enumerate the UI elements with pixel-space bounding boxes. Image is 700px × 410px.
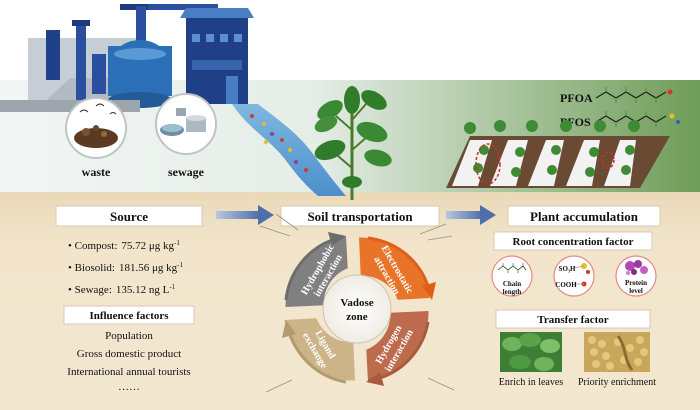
source-name: Compost: xyxy=(75,240,118,252)
waste-icon xyxy=(65,97,127,159)
protein-level-label-line1: Protein xyxy=(625,279,647,287)
influence-item-gdp: Gross domestic product xyxy=(77,348,181,360)
soil-transportation-header: Soil transportation xyxy=(307,209,413,224)
hydrogen-segment xyxy=(366,311,429,382)
cooh-label: COOH xyxy=(555,281,577,289)
source-value: 135.12 ng L xyxy=(116,284,170,296)
arrow-source-to-soil xyxy=(216,205,274,225)
plant-header-box xyxy=(507,205,661,227)
vadose-label-line1: Vadose xyxy=(340,297,373,309)
source-list: • Compost:75.72 μg kg-1 • Biosolid:181.5… xyxy=(68,239,183,296)
root-factor-header-box xyxy=(493,231,653,251)
source-item-sewage: • Sewage: 135.12 ng L-1 xyxy=(68,283,176,296)
unit-exponent: -1 xyxy=(177,261,183,269)
root-concentration-factor-title: Root concentration factor xyxy=(513,236,634,248)
sewage-label: sewage xyxy=(168,165,205,179)
influence-ellipsis: …… xyxy=(118,381,140,393)
soil-header-box xyxy=(280,205,440,227)
protein-level-label-line2: level xyxy=(629,287,643,295)
pfoa-molecule-icon xyxy=(595,87,673,103)
soybean-photo xyxy=(584,332,650,372)
source-name: Sewage: xyxy=(75,284,112,296)
plant-accumulation-header: Plant accumulation xyxy=(530,209,639,224)
pfoa-label: PFOA xyxy=(560,91,593,105)
source-name: Biosolid: xyxy=(75,262,115,274)
hydrophobic-segment xyxy=(285,236,348,307)
influence-header-box xyxy=(63,305,195,325)
ligand-segment xyxy=(284,318,355,381)
vadose-zone-center xyxy=(322,274,392,344)
electrostatic-segment xyxy=(359,237,430,300)
leaves-photo xyxy=(500,332,562,372)
influence-factors-title: Influence factors xyxy=(89,310,169,322)
arrow-soil-to-plant xyxy=(446,205,496,225)
influence-item-population: Population xyxy=(105,330,153,342)
waste-label: waste xyxy=(82,165,111,179)
priority-enrichment-label: Priority enrichment xyxy=(578,377,656,388)
source-item-biosolid: • Biosolid: 181.56 μg kg-1 xyxy=(68,261,183,274)
transfer-factor-title: Transfer factor xyxy=(537,314,608,326)
protein-icon xyxy=(615,255,657,297)
unit-exponent: -1 xyxy=(174,239,180,247)
river-illustration xyxy=(232,104,346,196)
chain-length-label-line1: Chain xyxy=(503,280,521,288)
unit-exponent: -1 xyxy=(169,283,175,291)
field-illustration xyxy=(446,120,670,188)
source-value: 181.56 μg kg xyxy=(119,262,178,274)
transfer-factor-header-box xyxy=(495,309,651,329)
pfos-molecule-icon xyxy=(595,111,680,127)
chain-length-icon xyxy=(491,255,533,297)
influence-item-tourists: International annual tourists xyxy=(67,366,190,378)
source-header-box xyxy=(55,205,203,227)
bullet: • xyxy=(68,284,75,296)
bullet: • xyxy=(68,262,75,274)
plant-illustration xyxy=(314,86,392,200)
sewage-icon xyxy=(155,93,217,155)
source-item-compost: • Compost:75.72 μg kg-1 xyxy=(68,239,180,252)
source-value: 75.72 μg kg xyxy=(121,240,174,252)
factory-illustration xyxy=(0,4,254,112)
source-header: Source xyxy=(110,209,148,224)
chain-length-label-line2: length xyxy=(503,288,522,296)
vadose-label-line2: zone xyxy=(346,311,368,323)
so3h-label: SO₃H xyxy=(559,265,576,273)
bullet: • xyxy=(68,240,75,252)
enrich-in-leaves-label: Enrich in leaves xyxy=(499,377,564,388)
functional-group-icon xyxy=(553,255,595,297)
